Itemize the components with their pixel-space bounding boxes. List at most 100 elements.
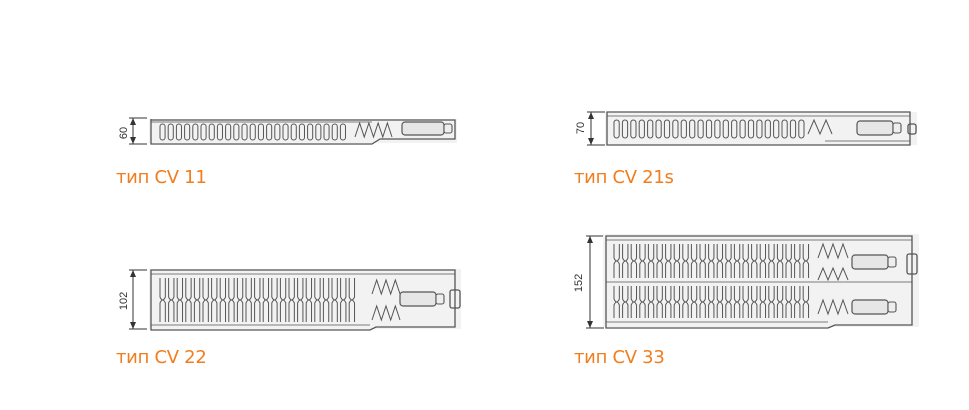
convector-fin: [708, 244, 715, 278]
convector-fin: [167, 123, 174, 141]
panel-outline: [606, 111, 911, 146]
convector-fin: [689, 119, 696, 139]
convector-fin: [733, 286, 741, 318]
convector-fin: [759, 244, 767, 278]
side-cap: [906, 253, 918, 275]
convector-fin: [340, 278, 347, 322]
convector-fin: [699, 286, 706, 318]
convector-fin: [647, 286, 655, 318]
convector-fin: [159, 123, 166, 141]
dimension-arrow-top: [588, 112, 594, 119]
convector-fin: [733, 244, 741, 278]
convector-fin: [241, 123, 248, 141]
convector-fin: [776, 244, 784, 278]
convector-fin: [742, 286, 749, 318]
convector-fin: [298, 123, 305, 141]
convector-fin: [665, 244, 672, 278]
side-cap: [449, 289, 461, 309]
panel-outline: [150, 269, 456, 331]
convector-fin: [305, 278, 313, 322]
convector-fin: [756, 119, 763, 139]
convector-fin: [768, 244, 775, 278]
convector-fin: [764, 119, 771, 139]
convector-fin: [725, 244, 732, 278]
convector-fin: [647, 119, 654, 139]
convector-fin: [176, 278, 184, 322]
convector-fin: [168, 278, 175, 322]
valve-connector: [892, 122, 902, 134]
convector-fin: [722, 119, 729, 139]
convector-fin: [802, 286, 810, 318]
convector-fin: [656, 286, 663, 318]
convector-fin: [200, 123, 207, 141]
convector-fin: [785, 244, 792, 278]
convector-fin: [175, 123, 182, 141]
convector-fin: [236, 278, 244, 322]
convector-fin: [307, 123, 314, 141]
convector-fin: [656, 244, 663, 278]
convector-fin: [802, 244, 810, 278]
convector-fin: [331, 123, 338, 141]
convector-fin: [202, 278, 209, 322]
radiator-cv22-section: [129, 269, 461, 331]
convector-fin: [751, 286, 758, 318]
convector-fin: [672, 119, 679, 139]
header-channel: [817, 298, 849, 316]
convector-fin: [159, 278, 166, 322]
convector-fin: [323, 123, 330, 141]
panel-outline: [605, 235, 913, 329]
convector-fin: [794, 244, 801, 278]
header-channel: [807, 118, 833, 136]
convector-fin: [315, 123, 322, 141]
convector-fin: [680, 119, 687, 139]
convector-fin: [193, 278, 201, 322]
dimension-arrow-top: [130, 270, 136, 277]
convector-fin: [639, 286, 646, 318]
convector-fin: [673, 244, 681, 278]
convector-fin: [245, 278, 252, 322]
valve-connector: [435, 293, 445, 305]
convector-fin: [613, 244, 620, 278]
convector-fin: [233, 123, 240, 141]
convector-fin: [216, 123, 223, 141]
convector-fin: [699, 244, 706, 278]
convector-fin: [257, 123, 264, 141]
header-channel: [371, 278, 401, 296]
side-cap: [907, 123, 917, 135]
convector-fin: [314, 278, 321, 322]
convector-fin: [682, 286, 689, 318]
convector-fin: [630, 286, 638, 318]
dimension-arrow-top: [587, 236, 593, 243]
header-channel: [817, 266, 849, 282]
convector-fin: [725, 286, 732, 318]
convector-fin: [254, 278, 261, 322]
convector-fin: [690, 244, 698, 278]
convector-fin: [647, 244, 655, 278]
convector-fin: [768, 286, 775, 318]
dimension-arrow-bottom: [588, 138, 594, 145]
convector-fin: [192, 123, 199, 141]
valve-connector: [443, 123, 453, 134]
type-label-cv21s: тип CV 21s: [574, 167, 674, 188]
convector-fin: [731, 119, 738, 139]
convector-fin: [184, 123, 191, 141]
radiator-cv11-section: [129, 117, 457, 145]
convector-fin: [185, 278, 192, 322]
radiator-cv33-section: [586, 234, 919, 329]
convector-fin: [219, 278, 227, 322]
convector-fin: [705, 119, 713, 139]
valve-connector: [887, 301, 897, 313]
convector-fin: [639, 244, 646, 278]
convector-fin: [630, 119, 637, 139]
panel-outline: [150, 119, 456, 145]
valve-insert: [851, 254, 889, 270]
convector-fin: [621, 119, 629, 139]
radiator-cv21s-section: [587, 111, 917, 146]
convector-fin: [794, 286, 801, 318]
convector-fin: [282, 123, 289, 141]
header-channel: [371, 304, 401, 322]
type-label-cv11: тип CV 11: [116, 167, 207, 188]
convector-fin: [690, 286, 698, 318]
convector-fin: [682, 244, 689, 278]
header-channel: [354, 121, 393, 139]
